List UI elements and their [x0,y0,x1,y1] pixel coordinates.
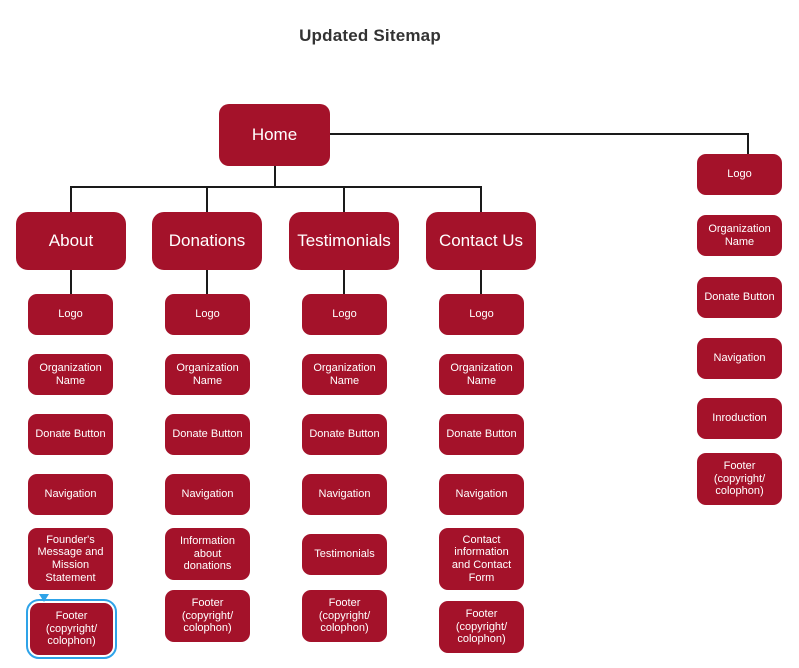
connector-drop-donations [206,186,208,212]
connector-donations-to-logo [206,270,208,294]
connector-level2-bus [70,186,481,188]
node-testimonials-navigation[interactable]: Navigation [302,474,387,515]
node-contact-logo[interactable]: Logo [439,294,524,335]
page-title: Updated Sitemap [299,26,441,45]
node-global-footer[interactable]: Footer(copyright/colophon) [697,453,782,505]
node-global-introduction[interactable]: Inroduction [697,398,782,439]
node-donations[interactable]: Donations [152,212,262,270]
node-global-navigation[interactable]: Navigation [697,338,782,379]
connector-testimonials-to-logo [343,270,345,294]
node-about-navigation[interactable]: Navigation [28,474,113,515]
selection-caret-icon [39,594,49,602]
node-testimonials-logo[interactable]: Logo [302,294,387,335]
node-global-donate-button[interactable]: Donate Button [697,277,782,318]
node-home[interactable]: Home [219,104,330,166]
connector-global-drop [747,133,749,154]
node-contact-footer[interactable]: Footer(copyright/colophon) [439,601,524,653]
node-testimonials-donate-button[interactable]: Donate Button [302,414,387,455]
node-about-donate-button[interactable]: Donate Button [28,414,113,455]
node-testimonials-testimonials[interactable]: Testimonials [302,534,387,575]
connector-drop-testimonials [343,186,345,212]
connector-drop-contact [480,186,482,212]
node-donations-logo[interactable]: Logo [165,294,250,335]
node-contact-navigation[interactable]: Navigation [439,474,524,515]
node-testimonials[interactable]: Testimonials [289,212,399,270]
node-contact-us[interactable]: Contact Us [426,212,536,270]
node-about[interactable]: About [16,212,126,270]
node-about-logo[interactable]: Logo [28,294,113,335]
node-testimonials-footer[interactable]: Footer(copyright/colophon) [302,590,387,642]
node-about-footer[interactable]: Footer(copyright/colophon) [26,599,117,659]
node-donations-navigation[interactable]: Navigation [165,474,250,515]
node-contact-donate-button[interactable]: Donate Button [439,414,524,455]
connector-home-down [274,166,276,186]
node-global-logo[interactable]: Logo [697,154,782,195]
node-donations-donate-button[interactable]: Donate Button [165,414,250,455]
connector-drop-about [70,186,72,212]
connector-home-to-global [330,133,748,135]
connector-about-to-logo [70,270,72,294]
connector-contact-to-logo [480,270,482,294]
node-donations-footer[interactable]: Footer(copyright/colophon) [165,590,250,642]
